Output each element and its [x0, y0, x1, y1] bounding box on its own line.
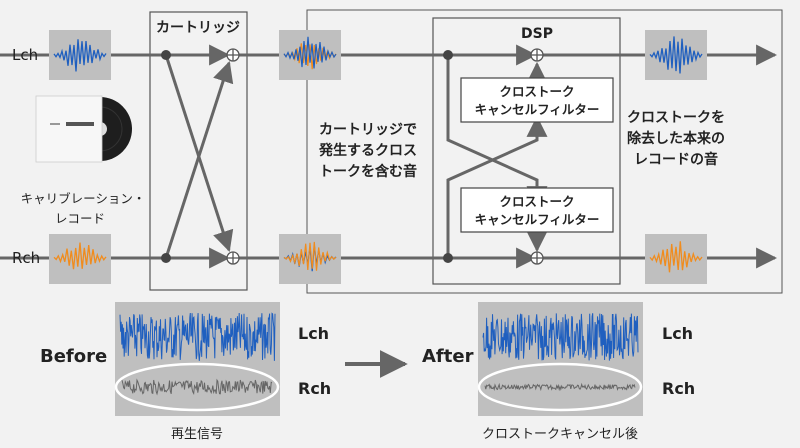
lch-input-label: Lch: [12, 46, 38, 64]
cartridge-cross-line-1: [164, 54, 234, 252]
crosstalk-desc-3: トークを含む音: [319, 163, 417, 180]
before-lch-label: Lch: [298, 324, 329, 343]
filter-top-label-1: クロストーク: [499, 84, 574, 99]
sum-node-cartridge-rch: [226, 251, 240, 265]
wave-tile-lch-crosstalk: [279, 30, 341, 80]
wave-tile-rch-input: [49, 234, 111, 284]
cartridge-node-lch: [161, 50, 171, 60]
crosstalk-desc-1: カートリッジで: [319, 122, 417, 138]
after-rch-label: Rch: [662, 379, 695, 398]
wave-tile-lch-output: [645, 30, 707, 80]
before-waveform-panel: [114, 302, 280, 416]
before-caption: 再生信号: [171, 427, 223, 442]
cartridge-label: カートリッジ: [156, 20, 240, 36]
calibration-record-image: [35, 95, 132, 163]
cartridge-frame: [149, 11, 248, 291]
filter-bottom-label-1: クロストーク: [499, 194, 574, 209]
after-waveform-panel: [477, 302, 643, 416]
processing-frame: [306, 9, 783, 294]
wave-tile-rch-crosstalk: [279, 234, 341, 284]
cartridge-node-rch: [161, 253, 171, 263]
rch-input-label: Rch: [12, 249, 40, 267]
after-caption: クロストークキャンセル後: [482, 427, 638, 442]
dsp-frame: [432, 17, 621, 285]
calibration-label-2: レコード: [55, 211, 105, 226]
before-label: Before: [40, 346, 107, 367]
result-desc-2: 除去した本来の: [627, 130, 725, 147]
result-desc-1: クロストークを: [627, 110, 725, 126]
sum-node-dsp-lch: [530, 48, 544, 62]
before-rch-label: Rch: [298, 379, 331, 398]
filter-top-label-2: キャンセルフィルター: [475, 102, 600, 117]
cartridge-cross-line-2: [164, 61, 234, 259]
wave-tile-lch-input: [49, 30, 111, 80]
crosstalk-filter-top: [460, 77, 614, 123]
result-desc-3: レコードの音: [634, 151, 718, 168]
after-lch-label: Lch: [662, 324, 693, 343]
calibration-label-1: キャリブレーション・: [21, 191, 146, 206]
dsp-node-rch: [443, 253, 453, 263]
dsp-node-lch: [443, 50, 453, 60]
crosstalk-filter-bottom: [460, 187, 614, 233]
crosstalk-desc-2: 発生するクロス: [318, 142, 417, 159]
after-label: After: [422, 346, 474, 367]
dsp-cross-path-2: [446, 115, 548, 258]
sum-node-cartridge-lch: [226, 48, 240, 62]
wave-tile-rch-output: [645, 234, 707, 284]
dsp-label: DSP: [521, 26, 553, 42]
filter-bottom-label-2: キャンセルフィルター: [475, 212, 600, 227]
sum-node-dsp-rch: [530, 251, 544, 265]
